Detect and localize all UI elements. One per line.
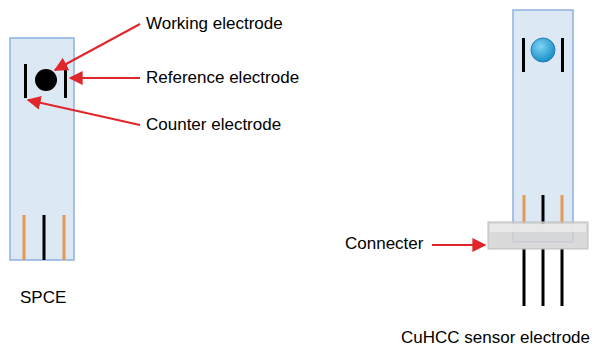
connector-pin	[542, 248, 545, 306]
spce-strip	[10, 38, 74, 260]
callout-label: Counter electrode	[146, 115, 281, 135]
leader-arrow	[55, 24, 140, 70]
callout-label: SPCE	[20, 288, 66, 308]
cuhcc-working-electrode	[531, 38, 555, 62]
callout-label: CuHCC sensor electrode	[401, 328, 590, 348]
leader-arrow	[70, 77, 140, 79]
connector-highlight	[490, 224, 586, 232]
reference-electrode-bar	[561, 38, 564, 72]
reference-electrode-bar	[64, 64, 67, 98]
contact-track	[63, 215, 66, 260]
contact-track	[542, 195, 545, 225]
callout-label: Working electrode	[146, 14, 283, 34]
contact-track	[23, 215, 26, 260]
contact-track	[561, 195, 564, 225]
counter-electrode-bar	[24, 64, 27, 98]
connector-pin	[561, 248, 564, 306]
contact-track	[523, 195, 526, 225]
connector-block	[488, 222, 588, 249]
leader-arrow	[432, 244, 485, 246]
callout-label: Reference electrode	[146, 68, 299, 88]
callout-label: Connecter	[345, 234, 423, 254]
counter-electrode-bar	[522, 38, 525, 72]
sensor-strip	[513, 10, 573, 242]
connector-pin	[523, 248, 526, 306]
working-electrode-disc	[35, 69, 57, 91]
leader-arrow	[28, 100, 140, 125]
contact-track	[43, 215, 46, 260]
